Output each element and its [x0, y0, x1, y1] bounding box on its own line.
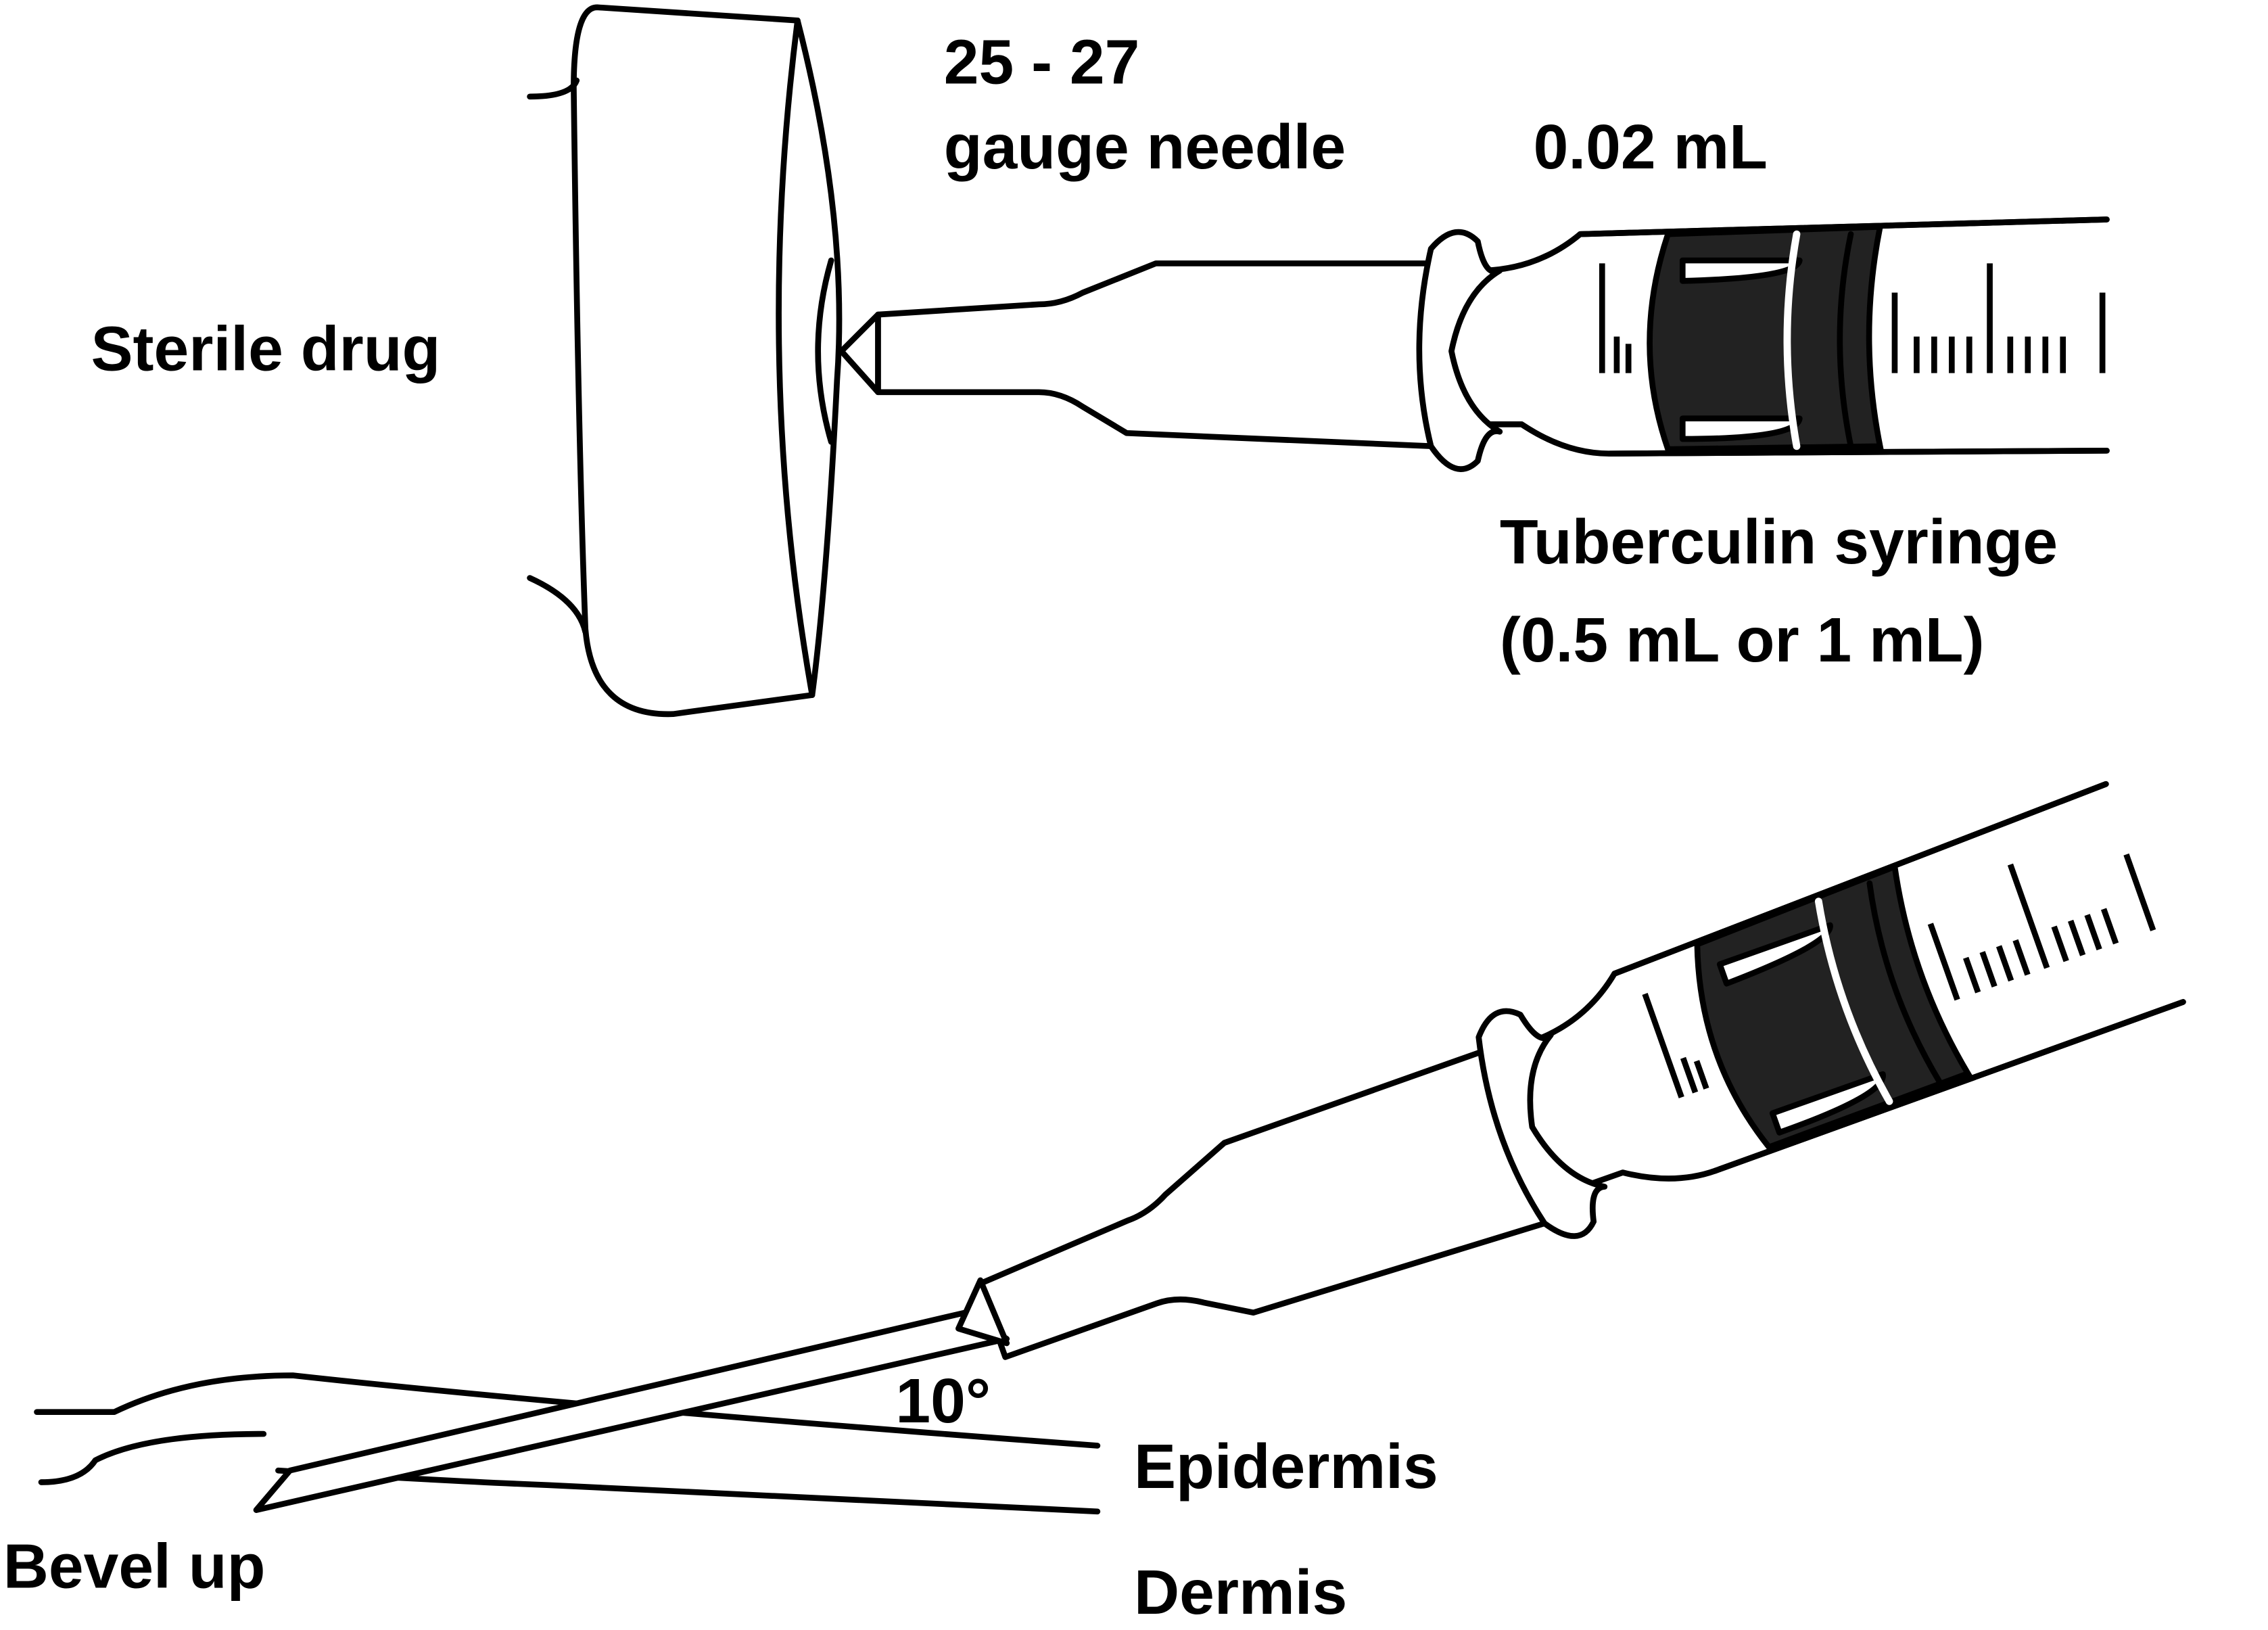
epidermis-label: Epidermis [1134, 1431, 1438, 1501]
bevel-up-label: Bevel up [3, 1531, 266, 1601]
needle-tip [838, 311, 881, 396]
gauge-needle-label: gauge needle [944, 112, 1346, 182]
bevel-triangle [955, 1277, 1010, 1347]
sterile-drug-label: Sterile drug [91, 313, 441, 383]
syringe-size-label: (0.5 mL or 1 mL) [1500, 605, 1985, 675]
syringe-type-label: Tuberculin syringe [1500, 507, 2058, 577]
tuberculin-syringe-top [838, 220, 2106, 469]
tuberculin-syringe-inserted [253, 784, 2190, 1513]
gauge-range-label: 25 - 27 [944, 26, 1140, 97]
sterile-drug-vial [527, 4, 843, 718]
dermis-label: Dermis [1134, 1557, 1347, 1627]
angle-label: 10° [895, 1366, 991, 1436]
volume-label: 0.02 mL [1534, 112, 1768, 182]
